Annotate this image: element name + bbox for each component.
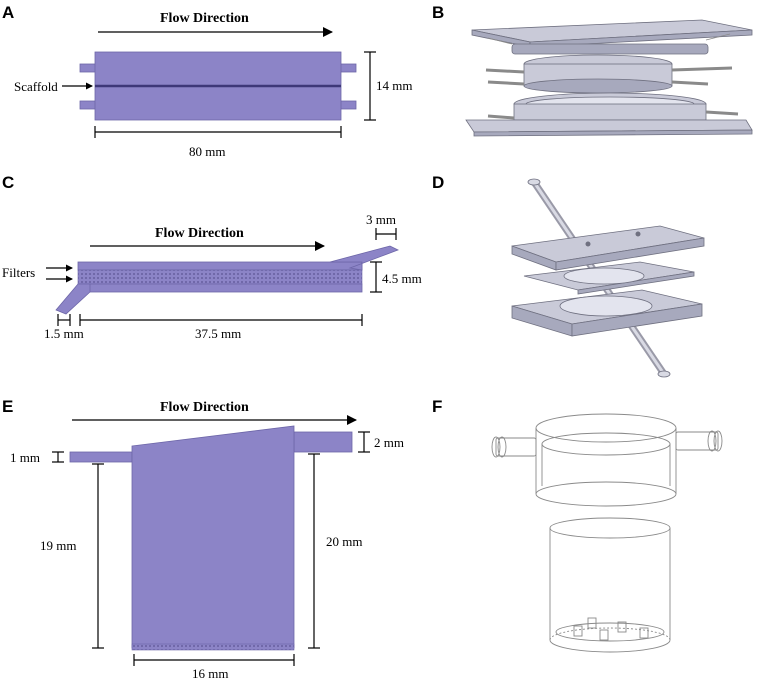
- panel-e-inlet-height-label: 1 mm: [10, 450, 40, 465]
- panel-c-filter-band: [77, 269, 363, 285]
- panel-a-port-left-bottom: [79, 100, 97, 110]
- panel-e-width-label: 16 mm: [192, 666, 228, 681]
- panel-f: F: [432, 397, 723, 653]
- panel-b: B: [432, 3, 753, 137]
- panel-d-tube-end-bottom: [657, 370, 671, 378]
- panel-d: D: [432, 173, 705, 378]
- panel-b-middle-body: [485, 54, 733, 94]
- panel-a-port-right-top: [339, 63, 357, 73]
- panel-b-bottom-base: [465, 92, 753, 137]
- panel-c-label: C: [2, 173, 14, 192]
- panel-b-top-lid: [471, 19, 753, 55]
- panel-a-scaffold-label: Scaffold: [14, 79, 58, 94]
- panel-d-top-plate: [511, 225, 705, 271]
- panel-a-port-right-bottom: [339, 100, 357, 110]
- panel-c-flow-direction: Flow Direction: [155, 226, 244, 241]
- panel-a-length-label: 80 mm: [189, 144, 225, 159]
- panel-e: E Flow Direction 1 mm 2 mm 19 mm 20 mm: [2, 397, 404, 681]
- panel-a-height-label: 14 mm: [376, 78, 412, 93]
- panel-e-outlet-height-label: 2 mm: [374, 435, 404, 450]
- panel-e-chamber: [131, 425, 295, 649]
- panel-c-top-plate: [77, 261, 363, 271]
- panel-c-filters-label: Filters: [2, 265, 35, 280]
- panel-d-middle-plate: [523, 261, 695, 295]
- panel-c-outlet-label: 3 mm: [366, 212, 396, 227]
- panel-b-label: B: [432, 3, 444, 22]
- panel-e-filter-band: [131, 643, 295, 651]
- panel-a-flow-direction: Flow Direction: [160, 11, 249, 26]
- panel-f-upper-cup: [491, 413, 723, 507]
- panel-d-tube-end-top: [527, 178, 541, 186]
- panel-e-inlet: [69, 451, 133, 463]
- panel-e-outlet: [293, 431, 353, 453]
- panel-f-lower-cylinder: [549, 517, 671, 653]
- panel-a-port-left-top: [79, 63, 97, 73]
- panel-f-label: F: [432, 397, 442, 416]
- panel-c-inlet-label: 1.5 mm: [44, 326, 84, 341]
- panel-d-bottom-plate: [511, 289, 703, 337]
- panel-c-outlet: [329, 245, 399, 271]
- panel-e-label: E: [2, 397, 13, 416]
- panel-c-length-label: 37.5 mm: [195, 326, 241, 341]
- panel-a-label: A: [2, 3, 14, 22]
- panel-e-left-height-label: 19 mm: [40, 538, 76, 553]
- panel-e-right-height-label: 20 mm: [326, 534, 362, 549]
- panel-c: C Flow Direction Filters 3 mm 4.5 mm 1.5…: [2, 173, 422, 341]
- panel-c-height-label: 4.5 mm: [382, 271, 422, 286]
- panel-e-flow-direction: Flow Direction: [160, 400, 249, 415]
- panel-c-bottom-plate: [77, 283, 363, 293]
- panel-a: A Flow Direction Scaffold 14 mm 80 mm: [2, 3, 412, 159]
- panel-c-inlet: [55, 283, 91, 315]
- panel-d-label: D: [432, 173, 444, 192]
